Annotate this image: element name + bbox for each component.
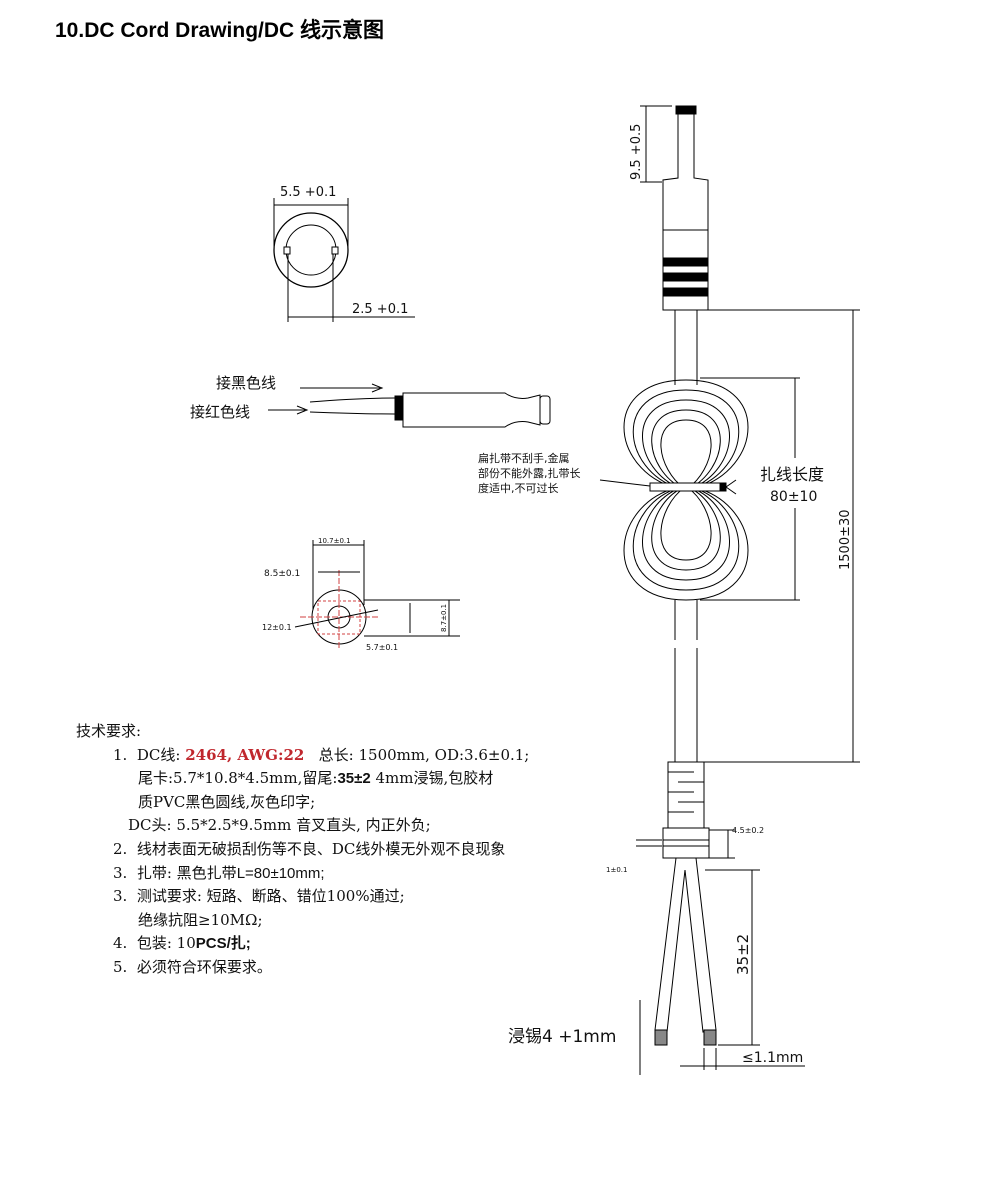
card-width-dim: 10.7±0.1 — [318, 537, 351, 545]
tail-card-view: 10.7±0.1 8.5±0.1 12±0.1 5.7±0.1 8.7±0.1 — [262, 537, 460, 652]
req-1-material: 质PVC黑色圆线,灰色印字; — [138, 792, 316, 811]
tin-length-dim: 浸锡4 +1mm — [508, 1027, 616, 1047]
req-1-tail: 尾卡:5.7*10.8*4.5mm,留尾:35±2 4mm浸锡,包胶材 — [138, 769, 494, 788]
req-3: 3. 扎带: 黑色扎带L=80±10mm; — [113, 863, 325, 882]
req-4-insulation: 绝缘抗阻≥10MΩ; — [138, 910, 263, 929]
strip-length-dim: 35±2 — [734, 934, 752, 975]
requirements-heading: 技术要求: — [76, 722, 142, 740]
tie-note: 扁扎带不刮手,金属 部份不能外露,扎带长 度适中,不可过长 — [478, 451, 584, 495]
tie-length-value: 80±10 — [770, 489, 817, 505]
plug-end-view: 5.5 +0.1 2.5 +0.1 — [273, 185, 415, 322]
req-5: 4. 包装: 10PCS/扎; — [113, 934, 251, 953]
req-6: 5. 必须符合环保要求。 — [113, 957, 272, 976]
req-1: 1. DC线: 2464, AWG:22 总长: 1500mm, OD:3.6±… — [113, 745, 530, 764]
red-wire-label: 接红色线 — [190, 403, 250, 421]
black-wire-label: 接黑色线 — [216, 374, 276, 392]
relief-gap-dim: 1±0.1 — [606, 866, 627, 874]
req-4: 3. 测试要求: 短路、断路、错位100%通过; — [113, 887, 405, 906]
req-1-dc-head: DC头: 5.5*2.5*9.5mm 音叉直头, 内正外负; — [128, 816, 431, 835]
dc-cord: 9.5 +0.5 扁扎带不刮手,金属 部份不能外露,扎带长 度适中,不可过长 扎… — [478, 105, 860, 1075]
relief-width-dim: 4.5±0.2 — [732, 826, 764, 835]
pin-diameter-dim: 2.5 +0.1 — [352, 302, 408, 317]
card-height-dim: 5.7±0.1 — [366, 643, 398, 652]
tie-length-label: 扎线长度 — [760, 465, 824, 484]
card-diag-dim: 12±0.1 — [262, 623, 292, 632]
outer-diameter-dim: 5.5 +0.1 — [280, 185, 336, 200]
page-title: 10.DC Cord Drawing/DC 线示意图 — [55, 19, 385, 42]
plug-side-view: 接黑色线 接红色线 — [190, 374, 551, 428]
req-2: 2. 线材表面无破损刮伤等不良、DC线外模无外观不良现象 — [113, 839, 506, 858]
total-length-dim: 1500±30 — [838, 509, 853, 570]
technical-requirements: 技术要求: 1. DC线: 2464, AWG:22 总长: 1500mm, O… — [76, 720, 529, 980]
wire-width-dim: ≤1.1mm — [742, 1050, 803, 1066]
plug-length-dim: 9.5 +0.5 — [629, 124, 644, 180]
card-thick-dim: 8.7±0.1 — [440, 604, 448, 632]
card-inner-dim: 8.5±0.1 — [264, 569, 300, 579]
